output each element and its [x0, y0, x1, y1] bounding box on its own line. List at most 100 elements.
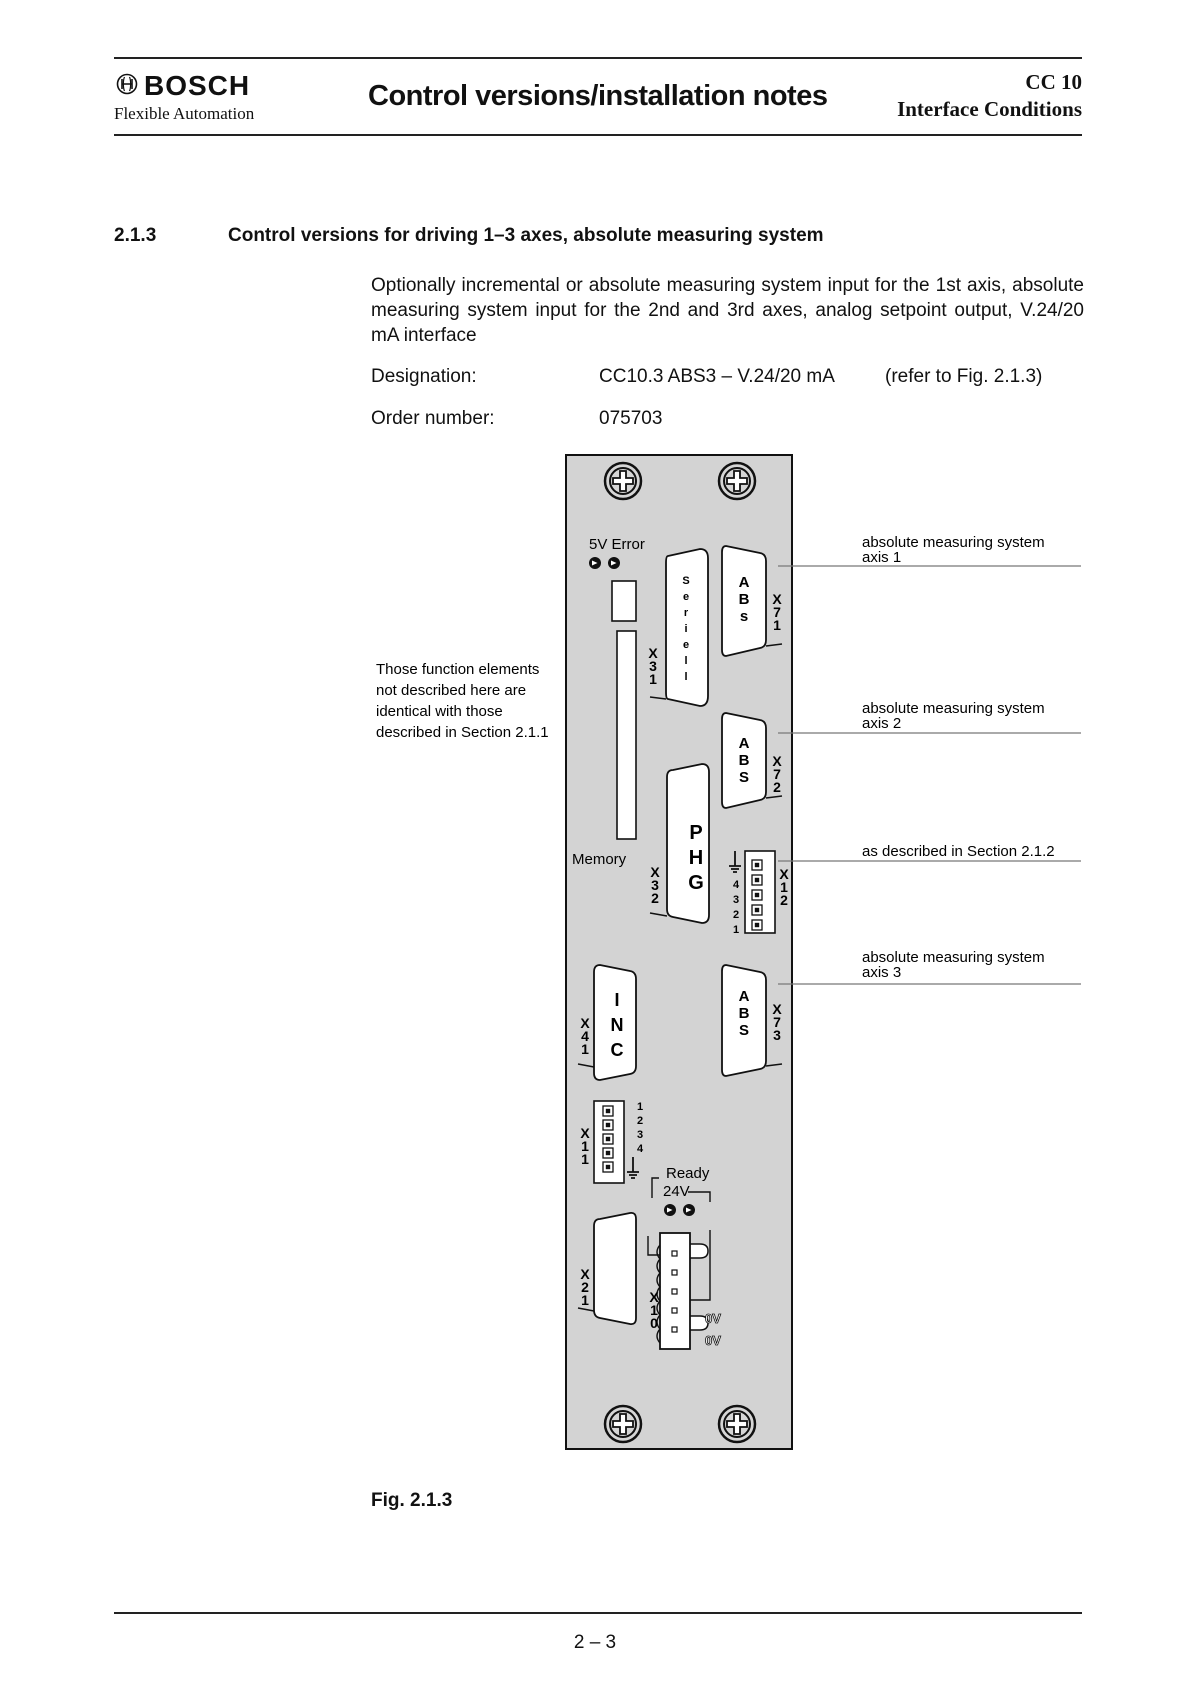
svg-text:r: r	[684, 607, 689, 619]
svg-text:3: 3	[651, 877, 659, 893]
brand-subtitle: Flexible Automation	[114, 104, 255, 123]
callout-axis1-line1: absolute measuring system	[862, 534, 1045, 551]
connector-x32-phg	[666, 763, 710, 924]
pin-icon	[602, 1147, 614, 1159]
svg-text:1: 1	[581, 1041, 589, 1057]
ov-label-2: 0V	[705, 1333, 721, 1348]
svg-text:I: I	[614, 990, 619, 1010]
header-top-rule	[114, 57, 1082, 59]
seriell-label: S e r i e l l	[682, 575, 689, 683]
footer-rule	[114, 1612, 1082, 1614]
x12-label: X 1 2	[779, 866, 789, 908]
header-right: CC 10 Interface Conditions	[897, 69, 1082, 123]
x71-label: X 7 1	[772, 591, 782, 633]
svg-text:1: 1	[581, 1292, 589, 1308]
x41-label: X 4 1	[580, 1015, 590, 1057]
svg-text:C: C	[611, 1040, 624, 1060]
svg-text:i: i	[684, 623, 687, 635]
pin-icon	[751, 889, 763, 901]
svg-text:B: B	[739, 591, 750, 608]
order-number-value: 075703	[599, 408, 663, 429]
svg-text:2: 2	[581, 1279, 589, 1295]
svg-text:1: 1	[650, 1302, 658, 1318]
x21-label: X 2 1	[580, 1266, 590, 1308]
svg-text:2: 2	[773, 779, 781, 795]
note-line: described in Section 2.1.1	[376, 724, 549, 741]
svg-text:X: X	[580, 1125, 590, 1141]
svg-text:e: e	[683, 639, 689, 651]
svg-text:1: 1	[581, 1138, 589, 1154]
page-title: Control versions/installation notes	[368, 80, 828, 112]
connector-x41-inc	[593, 964, 637, 1081]
svg-text:B: B	[739, 752, 750, 769]
designation-value: CC10.3 ABS3 – V.24/20 mA	[599, 366, 835, 387]
callout-section-212: as described in Section 2.1.2	[862, 843, 1055, 860]
svg-text:7: 7	[773, 604, 781, 620]
note-line: not described here are	[376, 682, 526, 699]
svg-text:3: 3	[733, 894, 739, 906]
callout-axis3-line1: absolute measuring system	[862, 949, 1045, 966]
svg-text:H: H	[689, 847, 703, 869]
screw-icon	[603, 1404, 643, 1444]
svg-text:2: 2	[651, 890, 659, 906]
x11-label: X 1 1	[580, 1125, 590, 1167]
callout-axis2-line1: absolute measuring system	[862, 700, 1045, 717]
callout-axis2-line2: axis 2	[862, 715, 901, 732]
section-title: Control versions for driving 1–3 axes, a…	[228, 225, 824, 246]
screw-icon	[717, 1404, 757, 1444]
led-label-5v-error: 5V Error	[589, 536, 645, 553]
connector-x71-abs-axis1	[721, 545, 767, 657]
svg-text:2: 2	[780, 892, 788, 908]
figure-caption: Fig. 2.1.3	[371, 1490, 453, 1511]
pin-icon	[602, 1133, 614, 1145]
ready-label: Ready	[666, 1165, 710, 1182]
order-number-label: Order number:	[371, 408, 495, 429]
svg-text:1: 1	[637, 1101, 643, 1113]
brand-name: BOSCH	[144, 70, 251, 101]
svg-text:l: l	[684, 655, 687, 667]
svg-text:7: 7	[773, 1014, 781, 1030]
svg-text:3: 3	[637, 1129, 643, 1141]
svg-text:P: P	[689, 822, 702, 844]
svg-text:X: X	[772, 753, 782, 769]
svg-text:3: 3	[649, 658, 657, 674]
led-ready-icon	[664, 1204, 676, 1216]
svg-text:X: X	[650, 864, 660, 880]
svg-text:1: 1	[780, 879, 788, 895]
product-code: CC 10	[1025, 70, 1082, 94]
screw-icon	[603, 461, 643, 501]
x32-label: X 3 2	[650, 864, 660, 906]
abs1-label: A B s	[739, 574, 750, 625]
callout-axis1-line2: axis 1	[862, 549, 901, 566]
svg-text:2: 2	[637, 1115, 643, 1127]
connector-x21	[593, 1211, 637, 1326]
svg-text:0: 0	[650, 1315, 658, 1331]
svg-text:7: 7	[773, 766, 781, 782]
pin-icon	[602, 1119, 614, 1131]
x11-pin-numbers: 1 2 3 4	[637, 1101, 644, 1155]
svg-text:A: A	[739, 735, 750, 752]
connector-x31-seriell	[665, 548, 709, 707]
svg-text:A: A	[739, 988, 750, 1005]
svg-text:s: s	[740, 608, 748, 625]
note-line: Those function elements	[376, 661, 539, 678]
note-line: identical with those	[376, 703, 503, 720]
connector-x73-abs-axis3	[721, 964, 767, 1077]
designation-reference: (refer to Fig. 2.1.3)	[885, 366, 1043, 387]
svg-text:X: X	[580, 1015, 590, 1031]
pin-icon	[751, 919, 763, 931]
svg-text:S: S	[739, 1022, 749, 1039]
x31-label: X 3 1	[648, 645, 658, 687]
svg-text:2: 2	[733, 909, 739, 921]
svg-text:e: e	[683, 591, 689, 603]
abs3-label: A B S	[739, 988, 750, 1039]
svg-text:l: l	[684, 671, 687, 683]
x73-label: X 7 3	[772, 1001, 782, 1043]
svg-text:1: 1	[649, 671, 657, 687]
screw-icon	[717, 461, 757, 501]
ground-icon	[729, 851, 741, 873]
memory-label: Memory	[572, 851, 627, 868]
svg-text:3: 3	[773, 1027, 781, 1043]
svg-text:B: B	[739, 1005, 750, 1022]
